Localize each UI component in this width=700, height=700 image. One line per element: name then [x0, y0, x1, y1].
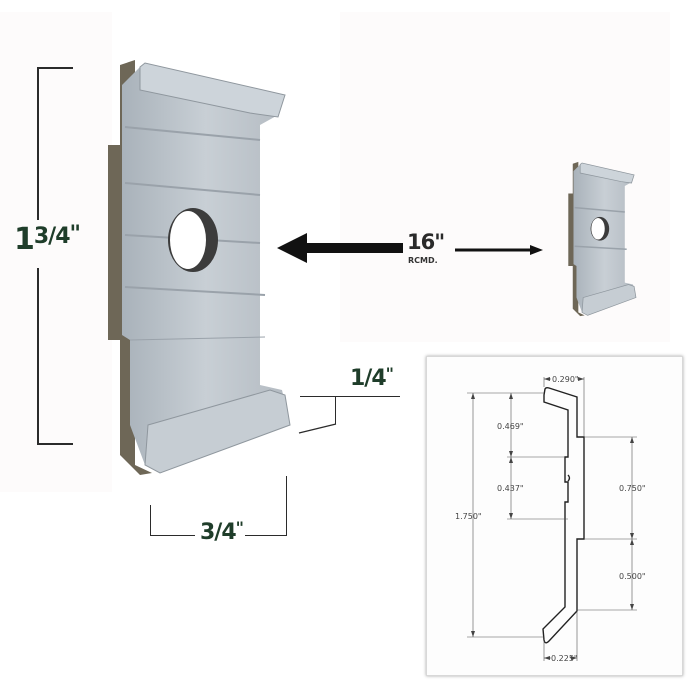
- flange-fraction: 1/4: [350, 366, 387, 391]
- profile-drawing: 0.290" 1.750" 0.469" 0.437" 0.750" 0.500…: [455, 375, 646, 663]
- small-clip-photo: [568, 161, 637, 317]
- base-dimension-left-tick: [150, 505, 151, 535]
- dim-right-lower: 0.500": [619, 572, 646, 581]
- height-dimension-label: 13/4": [14, 222, 82, 257]
- flange-dimension-top-line: [300, 396, 400, 397]
- height-dimension-top-tick: [37, 67, 73, 69]
- flange-dimension-label: 1/4": [350, 364, 394, 391]
- base-dimension-right-tick: [286, 476, 287, 536]
- height-unit: ": [69, 222, 82, 247]
- dim-upper-segment: 0.469": [497, 422, 524, 431]
- flange-unit: ": [385, 364, 394, 383]
- large-clip-photo: [108, 60, 291, 475]
- arrow-right-head-icon: [530, 245, 543, 255]
- base-unit: ": [235, 518, 244, 537]
- dim-top-width: 0.290": [552, 375, 579, 384]
- height-whole: 1: [14, 222, 35, 257]
- base-dimension-line-left: [150, 535, 195, 536]
- spacing-note: RCMD.: [408, 256, 438, 265]
- flange-dimension-slant: [298, 423, 337, 434]
- base-fraction: 3/4: [200, 520, 237, 545]
- flange-dimension-vertical: [335, 396, 336, 424]
- base-dimension-line-right: [245, 535, 287, 536]
- background-panel-left: [0, 12, 112, 492]
- dim-bottom-width: 0.225": [551, 654, 578, 663]
- height-dimension-line-upper: [37, 67, 39, 220]
- dim-total-height: 1.750": [455, 512, 482, 521]
- height-dimension-line-lower: [37, 268, 39, 445]
- base-dimension-label: 3/4": [200, 518, 244, 545]
- arrow-left-head-icon: [277, 233, 403, 263]
- spacing-value: 16": [407, 230, 445, 254]
- dim-middle-segment: 0.437": [497, 484, 524, 493]
- height-dimension-bottom-tick: [37, 443, 73, 445]
- dim-right-upper: 0.750": [619, 484, 646, 493]
- spacing-arrow: [277, 233, 543, 263]
- technical-drawing-panel: 0.290" 1.750" 0.469" 0.437" 0.750" 0.500…: [426, 356, 683, 676]
- height-fraction: 3/4: [33, 224, 71, 249]
